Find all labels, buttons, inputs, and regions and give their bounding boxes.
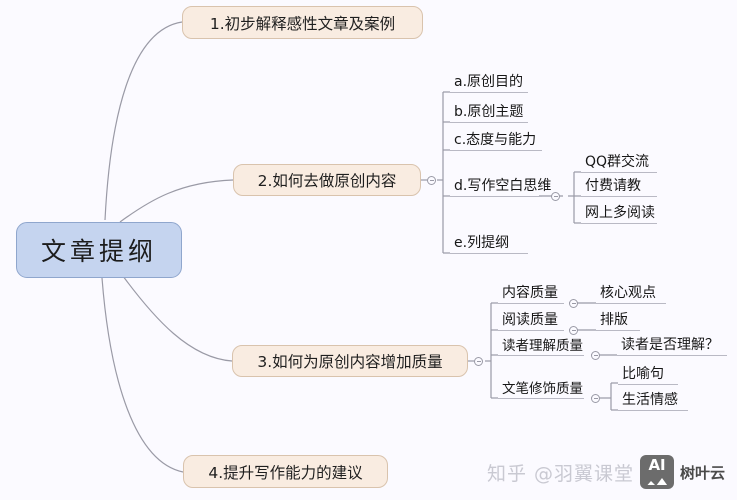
collapse-handle-b3c[interactable] xyxy=(591,351,600,360)
leaf-node-b2c[interactable]: c.态度与能力 xyxy=(450,132,542,151)
leaf-node-b2b[interactable]: b.原创主题 xyxy=(450,104,528,123)
leaf-node-b3b1-label: 排版 xyxy=(600,312,628,328)
branch-node-1-label: 1.初步解释感性文章及案例 xyxy=(209,14,396,33)
leaf-node-b2c-label: c.态度与能力 xyxy=(454,132,537,148)
branch-node-4[interactable]: 4.提升写作能力的建议 xyxy=(183,455,388,488)
leaf-node-b3d-label: 文笔修饰质量 xyxy=(502,381,583,397)
leaf-node-b2e[interactable]: e.列提纲 xyxy=(450,235,528,254)
branch-node-4-label: 4.提升写作能力的建议 xyxy=(208,463,363,482)
leaf-node-b3c1[interactable]: 读者是否理解？ xyxy=(617,337,727,356)
collapse-handle-b3d[interactable] xyxy=(591,394,600,403)
leaf-node-b3a[interactable]: 内容质量 xyxy=(498,285,564,304)
collapse-handle-b3b[interactable] xyxy=(569,326,578,335)
root-node-label: 文章提纲 xyxy=(40,237,157,266)
collapse-handle-branch-2[interactable] xyxy=(427,176,436,185)
leaf-node-b2d2-label: 付费请教 xyxy=(585,178,641,194)
leaf-node-b3c-label: 读者理解质量 xyxy=(502,338,583,354)
leaf-node-b2b-label: b.原创主题 xyxy=(454,104,524,120)
leaf-node-b2a[interactable]: a.原创目的 xyxy=(450,74,528,93)
leaf-node-b3d[interactable]: 文笔修饰质量 xyxy=(498,380,584,399)
collapse-handle-branch-3[interactable] xyxy=(474,357,483,366)
leaf-node-b2d3-label: 网上多阅读 xyxy=(585,205,655,221)
ai-badge-label: AI xyxy=(648,456,666,474)
leaf-node-b3d1-label: 比喻句 xyxy=(622,366,664,382)
link-root-b3 xyxy=(119,271,233,362)
branch-node-3[interactable]: 3.如何为原创内容增加质量 xyxy=(232,345,468,377)
leaf-node-b3d2-label: 生活情感 xyxy=(622,392,678,408)
watermark-source: 知乎 @羽翼课堂 xyxy=(487,462,635,485)
leaf-node-b2e-label: e.列提纲 xyxy=(454,235,510,251)
collapse-handle-b2d[interactable] xyxy=(551,192,560,201)
watermark: 知乎 @羽翼课堂 AI 树叶云 xyxy=(487,455,725,489)
ai-image-badge-icon: AI xyxy=(640,455,675,489)
leaf-node-b2d1-label: QQ群交流 xyxy=(585,154,650,170)
leaf-node-b3b1[interactable]: 排版 xyxy=(596,312,640,331)
mountain-icon xyxy=(644,474,670,485)
branch-node-1[interactable]: 1.初步解释感性文章及案例 xyxy=(182,6,423,39)
leaf-node-b3b-label: 阅读质量 xyxy=(502,312,558,328)
leaf-node-b3a-label: 内容质量 xyxy=(502,285,558,301)
leaf-node-b3c1-label: 读者是否理解？ xyxy=(621,337,719,353)
leaf-node-b2d-label: d.写作空白思维 xyxy=(454,178,552,194)
leaf-node-b2a-label: a.原创目的 xyxy=(454,74,524,90)
leaf-node-b3d2[interactable]: 生活情感 xyxy=(618,392,688,411)
leaf-node-b3c[interactable]: 读者理解质量 xyxy=(498,337,584,356)
leaf-node-b3a1-label: 核心观点 xyxy=(600,285,656,301)
leaf-node-b3b[interactable]: 阅读质量 xyxy=(498,312,564,331)
leaf-node-b2d[interactable]: d.写作空白思维 xyxy=(450,178,551,197)
root-node[interactable]: 文章提纲 xyxy=(16,222,182,278)
leaf-node-b2d3[interactable]: 网上多阅读 xyxy=(581,205,657,224)
branch-node-3-label: 3.如何为原创内容增加质量 xyxy=(257,353,443,371)
leaf-node-b2d2[interactable]: 付费请教 xyxy=(581,178,657,197)
branch-node-2[interactable]: 2.如何去做原创内容 xyxy=(233,164,421,196)
leaf-node-b3d1[interactable]: 比喻句 xyxy=(618,366,678,385)
branch-node-2-label: 2.如何去做原创内容 xyxy=(257,172,397,190)
leaf-node-b2d1[interactable]: QQ群交流 xyxy=(581,154,657,173)
watermark-brand: 树叶云 xyxy=(680,463,726,482)
link-root-b2 xyxy=(119,179,234,223)
link-root-b1 xyxy=(104,21,183,221)
leaf-node-b3a1[interactable]: 核心观点 xyxy=(596,285,666,304)
link-root-b4 xyxy=(101,277,184,473)
collapse-handle-b3a[interactable] xyxy=(569,299,578,308)
